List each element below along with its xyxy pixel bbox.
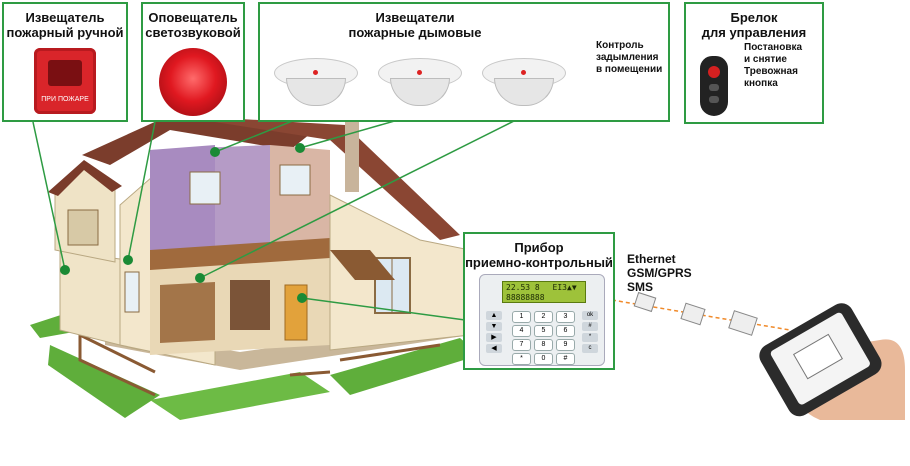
- control-panel-title-line1: Прибор: [514, 240, 564, 255]
- keypad-key[interactable]: 4: [512, 325, 531, 337]
- keypad-key[interactable]: 5: [534, 325, 553, 337]
- keyfob-box: Брелок для управления Постановка и сняти…: [684, 2, 824, 124]
- connector-lines: [32, 117, 521, 321]
- display-line2: EI3▲▼: [552, 283, 577, 292]
- connector-dots: [60, 143, 307, 303]
- channels-label: Ethernet GSM/GPRS SMS: [627, 252, 697, 294]
- keypad-key[interactable]: *: [512, 353, 531, 365]
- side-key[interactable]: *: [582, 333, 598, 342]
- smoke-detector-1: [274, 50, 358, 108]
- smoke-detectors-title-line1: Извещатели: [375, 10, 455, 25]
- keypad-key[interactable]: 0: [534, 353, 553, 365]
- keyfob-alarm-button-icon: [708, 66, 720, 78]
- smoke-detector-2: [378, 50, 462, 108]
- sounder-title: Оповещатель светозвуковой: [143, 10, 243, 40]
- keyfob-title-line1: Брелок: [730, 10, 778, 25]
- channel-gsm-gprs: GSM/GPRS: [627, 266, 692, 280]
- keypad-key[interactable]: 7: [512, 339, 531, 351]
- keypad-key[interactable]: 3: [556, 311, 575, 323]
- smoke-detectors-box: Извещатели пожарные дымовые Контроль зад…: [258, 2, 670, 122]
- control-panel-title: Прибор приемно-контрольный: [465, 240, 613, 270]
- keypad-key[interactable]: 8: [534, 339, 553, 351]
- keyfob-note-line1: Постановка: [744, 42, 803, 53]
- nav-down-icon[interactable]: ▼: [486, 322, 502, 331]
- keypad-key[interactable]: 9: [556, 339, 575, 351]
- smoke-detectors-note-line2: задымления: [596, 52, 659, 63]
- sounder-title-line1: Оповещатель: [148, 10, 238, 25]
- smoke-detectors-title: Извещатели пожарные дымовые: [300, 10, 530, 40]
- keyfob-note-line3: Тревожная: [744, 66, 798, 77]
- nav-up-icon[interactable]: ▲: [486, 311, 502, 320]
- keypad-key[interactable]: 6: [556, 325, 575, 337]
- manual-call-point-glass: [48, 60, 82, 86]
- display-line3: 88888888: [506, 293, 545, 302]
- channel-sms: SMS: [627, 280, 654, 294]
- house: [48, 108, 471, 370]
- side-key[interactable]: ok: [582, 311, 598, 320]
- nav-right-icon[interactable]: ▶: [486, 333, 502, 342]
- smoke-detectors-title-line2: пожарные дымовые: [348, 25, 482, 40]
- keyfob-title-line2: для управления: [701, 25, 807, 40]
- control-panel-box: Прибор приемно-контрольный 22.53 8 EI3▲▼…: [463, 232, 615, 370]
- sounder-device: [159, 48, 227, 116]
- manual-call-point-device-text: ПРИ ПОЖАРЕ: [41, 96, 89, 103]
- smartphone: [759, 303, 905, 420]
- display-line1: 22.53 8: [506, 283, 540, 292]
- control-panel-display: 22.53 8 EI3▲▼ 88888888: [502, 281, 586, 303]
- smoke-detectors-note-line3: в помещении: [596, 64, 663, 75]
- manual-call-point-device: ПРИ ПОЖАРЕ: [34, 48, 96, 114]
- keypad-key[interactable]: 2: [534, 311, 553, 323]
- keyfob-device: [700, 56, 728, 116]
- signal-path: [611, 291, 791, 336]
- keypad-key[interactable]: 1: [512, 311, 531, 323]
- side-key[interactable]: c: [582, 344, 598, 353]
- manual-call-point-title-line2: пожарный ручной: [6, 25, 124, 40]
- smoke-detectors-note: Контроль задымления в помещении: [596, 40, 668, 76]
- manual-call-point-box: Извещатель пожарный ручной ПРИ ПОЖАРЕ: [2, 2, 128, 122]
- nav-keys: ▲ ▼ ▶ ◀: [486, 311, 502, 353]
- keyfob-title: Брелок для управления: [686, 10, 822, 40]
- smoke-detector-3: [482, 50, 566, 108]
- keyfob-note-line4: кнопка: [744, 78, 778, 89]
- control-panel-title-line2: приемно-контрольный: [465, 255, 613, 270]
- keyfob-note: Постановка и снятие Тревожная кнопка: [744, 42, 822, 90]
- sounder-title-line2: светозвуковой: [145, 25, 241, 40]
- keyfob-note-line2: и снятие: [744, 54, 787, 65]
- manual-call-point-title-line1: Извещатель: [25, 10, 105, 25]
- nav-left-icon[interactable]: ◀: [486, 344, 502, 353]
- sounder-box: Оповещатель светозвуковой: [141, 2, 245, 122]
- side-key[interactable]: #: [582, 322, 598, 331]
- smoke-detectors-note-line1: Контроль: [596, 40, 644, 51]
- channel-ethernet: Ethernet: [627, 252, 676, 266]
- side-keys: ok # * c: [582, 311, 598, 355]
- manual-call-point-title: Извещатель пожарный ручной: [4, 10, 126, 40]
- keypad-key[interactable]: #: [556, 353, 575, 365]
